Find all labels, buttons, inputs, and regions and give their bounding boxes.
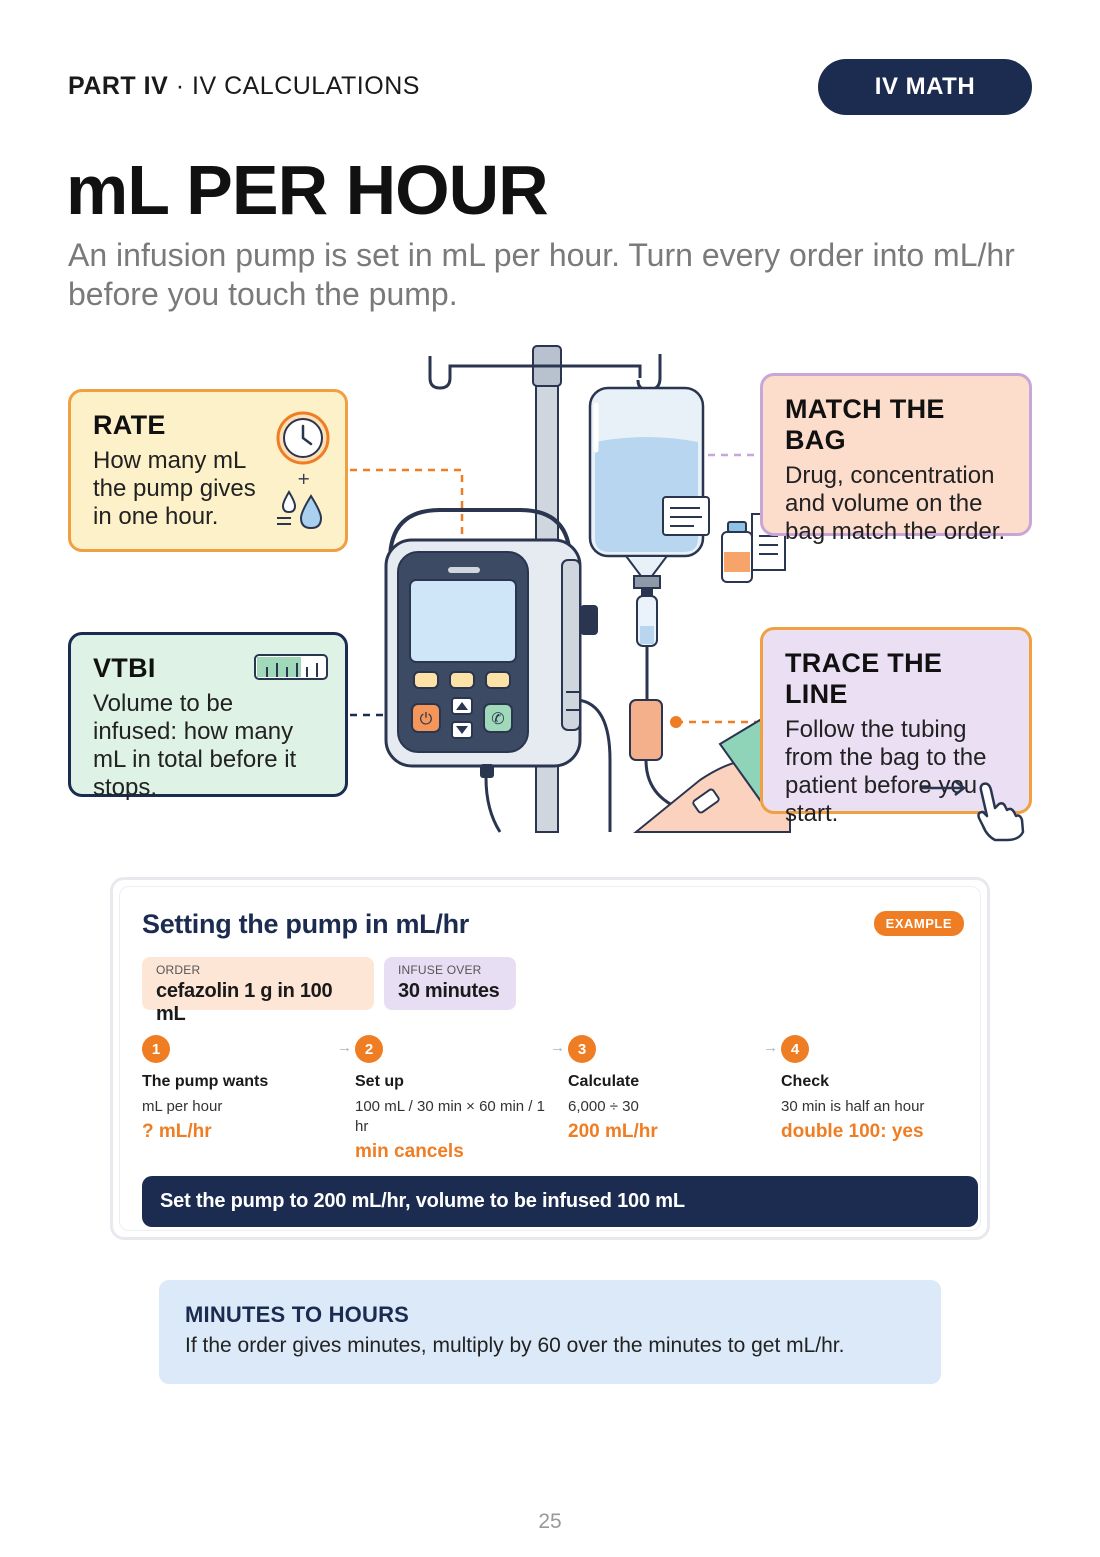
page-number: 25 — [538, 1510, 562, 1533]
arrow-right-icon — [921, 780, 967, 796]
example-badge: EXAMPLE — [873, 911, 964, 936]
page-subtitle: An infusion pump is set in mL per hour. … — [68, 237, 1015, 312]
example-title: Setting the pump in mL/hr — [142, 909, 469, 939]
step-arrow-icon: → — [550, 1039, 565, 1056]
step-4: → 4 Check 30 min is half an hour double … — [763, 1035, 981, 1143]
topic-pill: IV MATH — [818, 59, 1032, 115]
step-3: → 3 Calculate 6,000 ÷ 30 200 mL/hr — [550, 1035, 768, 1143]
step-description: 6,000 ÷ 30 — [568, 1098, 639, 1115]
result-banner: Set the pump to 200 mL/hr, volume to be … — [142, 1176, 978, 1227]
clock-icon — [276, 411, 330, 465]
vtbi-callout: VTBI Volume to be infused: how many mL i… — [68, 632, 348, 801]
step-1: 1 The pump wants mL per hour ? mL/hr — [142, 1035, 342, 1143]
part-label: PART IV — [68, 72, 169, 100]
page-title: mL PER HOUR — [66, 151, 549, 229]
step-description: 30 min is half an hour — [781, 1098, 925, 1115]
phone-icon: ✆ — [491, 709, 504, 728]
step-number: 4 — [781, 1035, 809, 1063]
step-result: double 100: yes — [781, 1121, 924, 1142]
rate-callout: RATE How many mL the pump gives in one h… — [68, 389, 348, 552]
step-title: Set up — [355, 1073, 404, 1090]
vtbi-text: Volume to be infused: how many mL in tot… — [93, 690, 297, 801]
drip-chamber — [636, 588, 658, 700]
order-label: ORDER — [156, 963, 201, 977]
iv-bag — [588, 386, 710, 589]
svg-text:+: + — [297, 470, 310, 488]
step-2: → 2 Set up 100 mL / 30 min × 60 min / 1 … — [337, 1035, 555, 1163]
section-name: IV CALCULATIONS — [192, 72, 420, 100]
step-number: 2 — [355, 1035, 383, 1063]
step-title: Check — [781, 1073, 830, 1090]
power-icon: ⏻ — [420, 709, 433, 728]
infuse-over-value: 30 minutes — [398, 980, 500, 1002]
order-chip: ORDER cefazolin 1 g in 100 mL — [142, 957, 374, 1025]
vtbi-title: VTBI — [93, 653, 156, 683]
pointing-hand-icon — [977, 782, 1025, 842]
infusion-pump: ⏻ ✆ — [384, 508, 598, 833]
part-separator: · — [175, 72, 185, 100]
section-label: PART IV · IV CALCULATIONS — [68, 72, 420, 101]
step-result: min cancels — [355, 1141, 464, 1162]
rate-text: How many mL the pump gives in one hour. — [93, 447, 256, 530]
order-value: cefazolin 1 g in 100 mL — [156, 980, 333, 1025]
trace-line-title: TRACE THE LINE — [785, 648, 943, 709]
droplet-icon: + — [277, 470, 323, 530]
ruler-gauge-icon — [254, 654, 328, 680]
match-bag-callout: MATCH THE BAG Drug, concentration and vo… — [760, 373, 1032, 545]
infuse-over-chip: INFUSE OVER 30 minutes — [384, 957, 516, 1010]
example-card: Setting the pump in mL/hr EXAMPLE ORDER … — [110, 877, 990, 1240]
minutes-to-hours-tip: MINUTES TO HOURS If the order gives minu… — [159, 1280, 941, 1384]
step-result: 200 mL/hr — [568, 1121, 658, 1142]
tip-title: MINUTES TO HOURS — [185, 1302, 410, 1327]
trace-line-callout: TRACE THE LINE Follow the tubing from th… — [760, 627, 1032, 842]
step-arrow-icon: → — [337, 1039, 352, 1056]
step-number: 1 — [142, 1035, 170, 1063]
trace-line-text: Follow the tubing from the bag to the pa… — [785, 716, 987, 827]
step-description: 100 mL / 30 min × 60 min / 1 hr — [355, 1098, 545, 1135]
match-bag-text: Drug, concentration and volume on the ba… — [785, 462, 1006, 545]
tip-text: If the order gives minutes, multiply by … — [185, 1334, 845, 1357]
iv-tubing-pump — [577, 698, 612, 832]
vial-icon — [721, 521, 753, 583]
step-description: mL per hour — [142, 1098, 223, 1115]
rate-title: RATE — [93, 410, 166, 440]
step-title: The pump wants — [142, 1073, 269, 1090]
trace-connector-dot — [670, 716, 682, 728]
example-card-inner: Setting the pump in mL/hr EXAMPLE ORDER … — [119, 886, 981, 1231]
infuse-over-label: INFUSE OVER — [398, 963, 482, 977]
step-arrow-icon: → — [763, 1039, 778, 1056]
step-number: 3 — [568, 1035, 596, 1063]
roller-clamp — [629, 699, 663, 761]
step-title: Calculate — [568, 1073, 640, 1090]
match-bag-title: MATCH THE BAG — [785, 394, 945, 455]
step-result: ? mL/hr — [142, 1121, 212, 1142]
iv-pump-illustration: ⏻ ✆ — [350, 345, 792, 833]
